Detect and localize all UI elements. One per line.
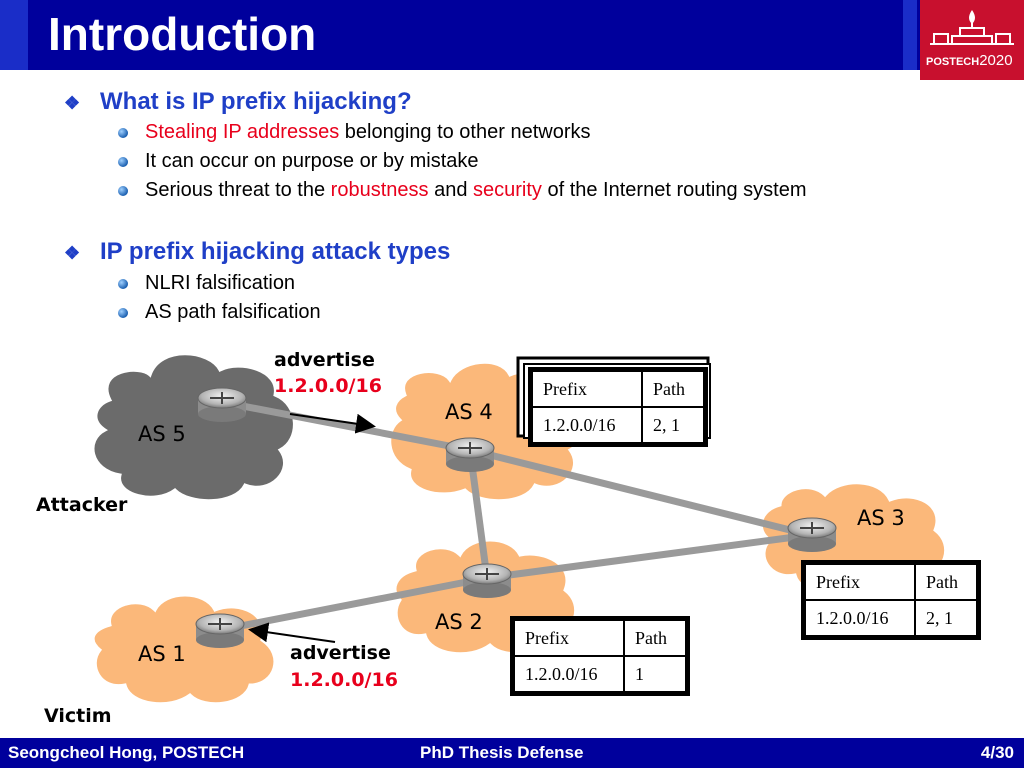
heading-text: IP prefix hijacking attack types	[100, 238, 451, 265]
advertise-arrow	[248, 622, 336, 643]
as3-label: AS 3	[857, 506, 905, 530]
heading-text: What is IP prefix hijacking?	[100, 88, 412, 115]
link-as1-as2	[219, 574, 488, 634]
title-bar-stripe	[0, 0, 28, 70]
diamond-bullet-icon: ❖	[64, 243, 81, 263]
logo-brand: POSTECH	[926, 56, 980, 68]
bullet-item: NLRI falsification	[145, 272, 295, 295]
title-bar-stripe-right	[903, 0, 917, 70]
router-icon	[787, 517, 837, 552]
bullet-text: Serious threat to the	[145, 179, 331, 201]
bullet-text: NLRI falsification	[145, 272, 296, 294]
header-prefix: Prefix	[513, 619, 625, 657]
cloud-as5	[91, 352, 296, 503]
link-as2-as3	[486, 531, 811, 582]
advertise-label: advertise	[274, 349, 375, 371]
bullet-icon	[118, 308, 128, 318]
section-heading: ❖ IP prefix hijacking attack types	[64, 238, 450, 266]
victim-label: Victim	[44, 705, 112, 727]
bullet-icon	[118, 157, 128, 167]
building-icon	[930, 10, 1014, 45]
link-as5-as4	[221, 398, 471, 454]
header-path: Path	[623, 619, 687, 657]
diamond-bullet-icon: ❖	[64, 93, 81, 113]
bullet-item: Stealing IP addresses belonging to other…	[145, 121, 590, 144]
footer-bar: Seongcheol Hong, POSTECH PhD Thesis Defe…	[0, 738, 1024, 768]
header-path: Path	[641, 370, 705, 408]
bullet-icon	[118, 186, 128, 196]
bullet-text: security	[473, 179, 542, 201]
links	[219, 398, 811, 634]
title-bar: Introduction	[0, 0, 1024, 70]
router-icon	[445, 437, 495, 472]
header-prefix: Prefix	[531, 370, 643, 408]
footer-event: PhD Thesis Defense	[420, 743, 584, 762]
footer-author: Seongcheol Hong, POSTECH	[8, 743, 245, 762]
bullet-text: robustness	[330, 179, 429, 201]
section-heading: ❖ What is IP prefix hijacking?	[64, 88, 412, 116]
bullet-item: It can occur on purpose or by mistake	[145, 150, 479, 173]
cell-path: 2, 1	[641, 406, 705, 444]
router-icon	[462, 563, 512, 598]
bullet-text: of the Internet routing system	[541, 179, 807, 201]
bullet-icon	[118, 279, 128, 289]
router-icon	[197, 387, 247, 422]
advertise-label: advertise	[290, 642, 391, 664]
advertise-prefix: 1.2.0.0/16	[274, 375, 382, 397]
bullet-text: and	[428, 179, 473, 201]
cell-path: 2, 1	[914, 599, 978, 637]
postech-logo: POSTECH2020	[920, 0, 1024, 80]
advertise-prefix: 1.2.0.0/16	[290, 669, 398, 691]
as5-label: AS 5	[138, 422, 186, 446]
logo-text: POSTECH2020	[926, 52, 1013, 69]
bullet-icon	[118, 128, 128, 138]
bullet-text: belonging to other networks	[339, 121, 591, 143]
cell-prefix: 1.2.0.0/16	[513, 655, 625, 693]
as4-label: AS 4	[445, 400, 493, 424]
as2-label: AS 2	[435, 610, 483, 634]
bullet-text: Stealing IP addresses	[145, 121, 340, 143]
bullet-text: It can occur on purpose or by mistake	[145, 150, 479, 172]
bullet-text: AS path falsification	[145, 301, 321, 323]
logo-year: 2020	[979, 52, 1013, 69]
header-path: Path	[914, 563, 978, 601]
router-icon	[195, 613, 245, 648]
bullet-item: AS path falsification	[145, 301, 321, 324]
header-prefix: Prefix	[804, 563, 916, 601]
link-as4-as3	[469, 446, 811, 539]
footer-page-number: 4/30	[980, 743, 1014, 762]
page-title: Introduction	[48, 8, 317, 60]
as1-label: AS 1	[138, 642, 186, 666]
advertise-arrow	[289, 413, 376, 434]
cell-prefix: 1.2.0.0/16	[804, 599, 916, 637]
cell-path: 1	[623, 655, 687, 693]
attacker-label: Attacker	[36, 494, 128, 516]
bullet-item: Serious threat to the robustness and sec…	[145, 179, 807, 202]
cell-prefix: 1.2.0.0/16	[531, 406, 643, 444]
